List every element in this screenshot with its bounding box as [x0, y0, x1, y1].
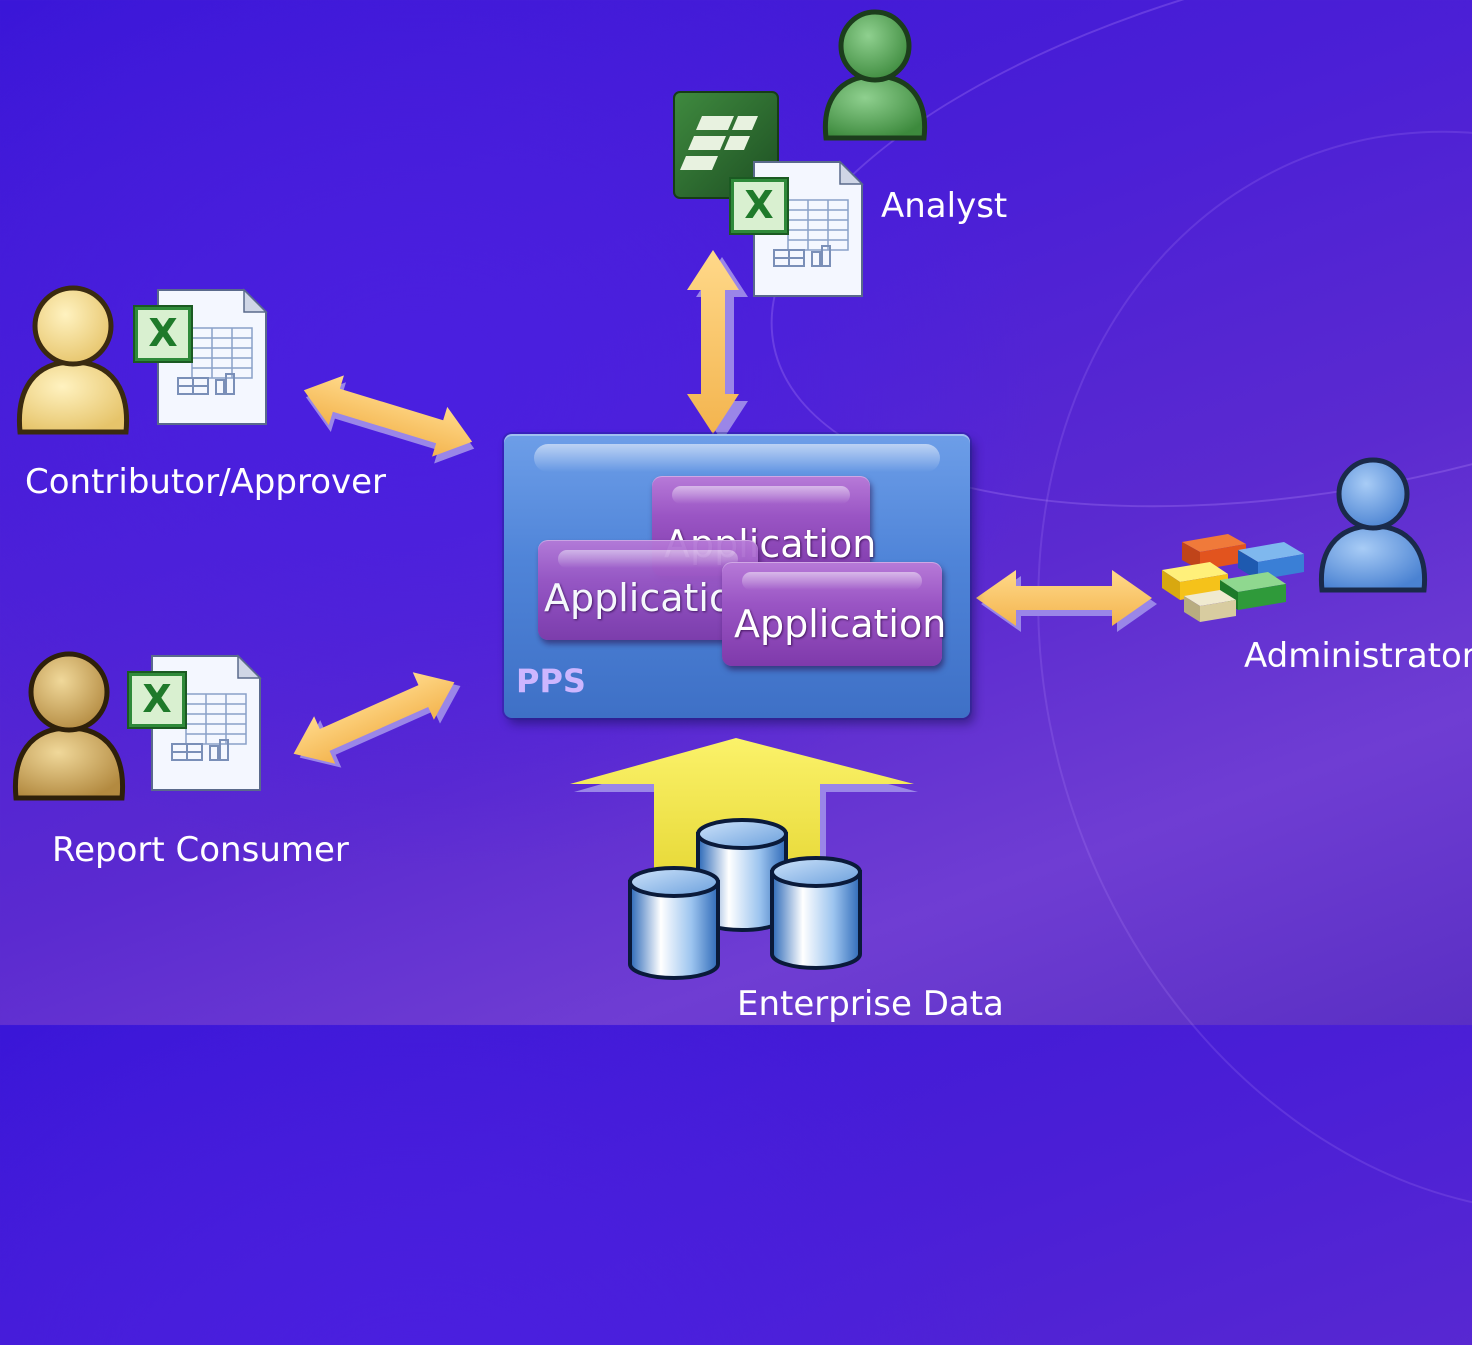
pps-label: PPS: [516, 662, 586, 700]
administrator-arrow: [976, 570, 1157, 632]
analyst-label: Analyst: [881, 186, 1008, 226]
application-shine: [742, 572, 922, 590]
user-icon: [12, 651, 126, 801]
application-block-left: Application: [538, 540, 758, 640]
application-block-front: Application: [722, 562, 946, 666]
excel-document-icon: X: [127, 654, 262, 791]
database-group: [628, 818, 862, 980]
report-consumer-arrow: [293, 672, 461, 768]
contributor-arrow: [303, 375, 475, 464]
database-icon: [770, 856, 862, 970]
enterprise-data-arrow: [570, 738, 918, 878]
application-shine: [558, 550, 738, 568]
database-icon: [628, 866, 720, 980]
contributor-label: Contributor/Approver: [25, 462, 387, 502]
connector-arrows: [293, 250, 1157, 878]
excel-document-icon: X: [133, 288, 268, 425]
svg-text:X: X: [744, 183, 773, 227]
enterprise-data-label: Enterprise Data: [737, 984, 1004, 1024]
pps-shine: [534, 444, 940, 472]
user-icon: [1318, 457, 1428, 593]
pps-container: Application Application Application PPS: [504, 434, 970, 718]
application-shine: [672, 486, 850, 504]
svg-text:X: X: [142, 677, 171, 721]
svg-text:X: X: [148, 311, 177, 355]
performancepoint-icon: [673, 91, 779, 199]
report-consumer-label: Report Consumer: [52, 830, 349, 870]
admin-console-icon: [1162, 534, 1304, 622]
application-label: Application: [544, 576, 757, 620]
user-icon: [16, 285, 130, 435]
application-label: Application: [734, 602, 947, 646]
administrator-label: Administrator: [1244, 636, 1472, 676]
user-icon: [822, 9, 928, 141]
excel-document-icon: X: [729, 160, 864, 297]
analyst-arrow: [687, 250, 748, 441]
